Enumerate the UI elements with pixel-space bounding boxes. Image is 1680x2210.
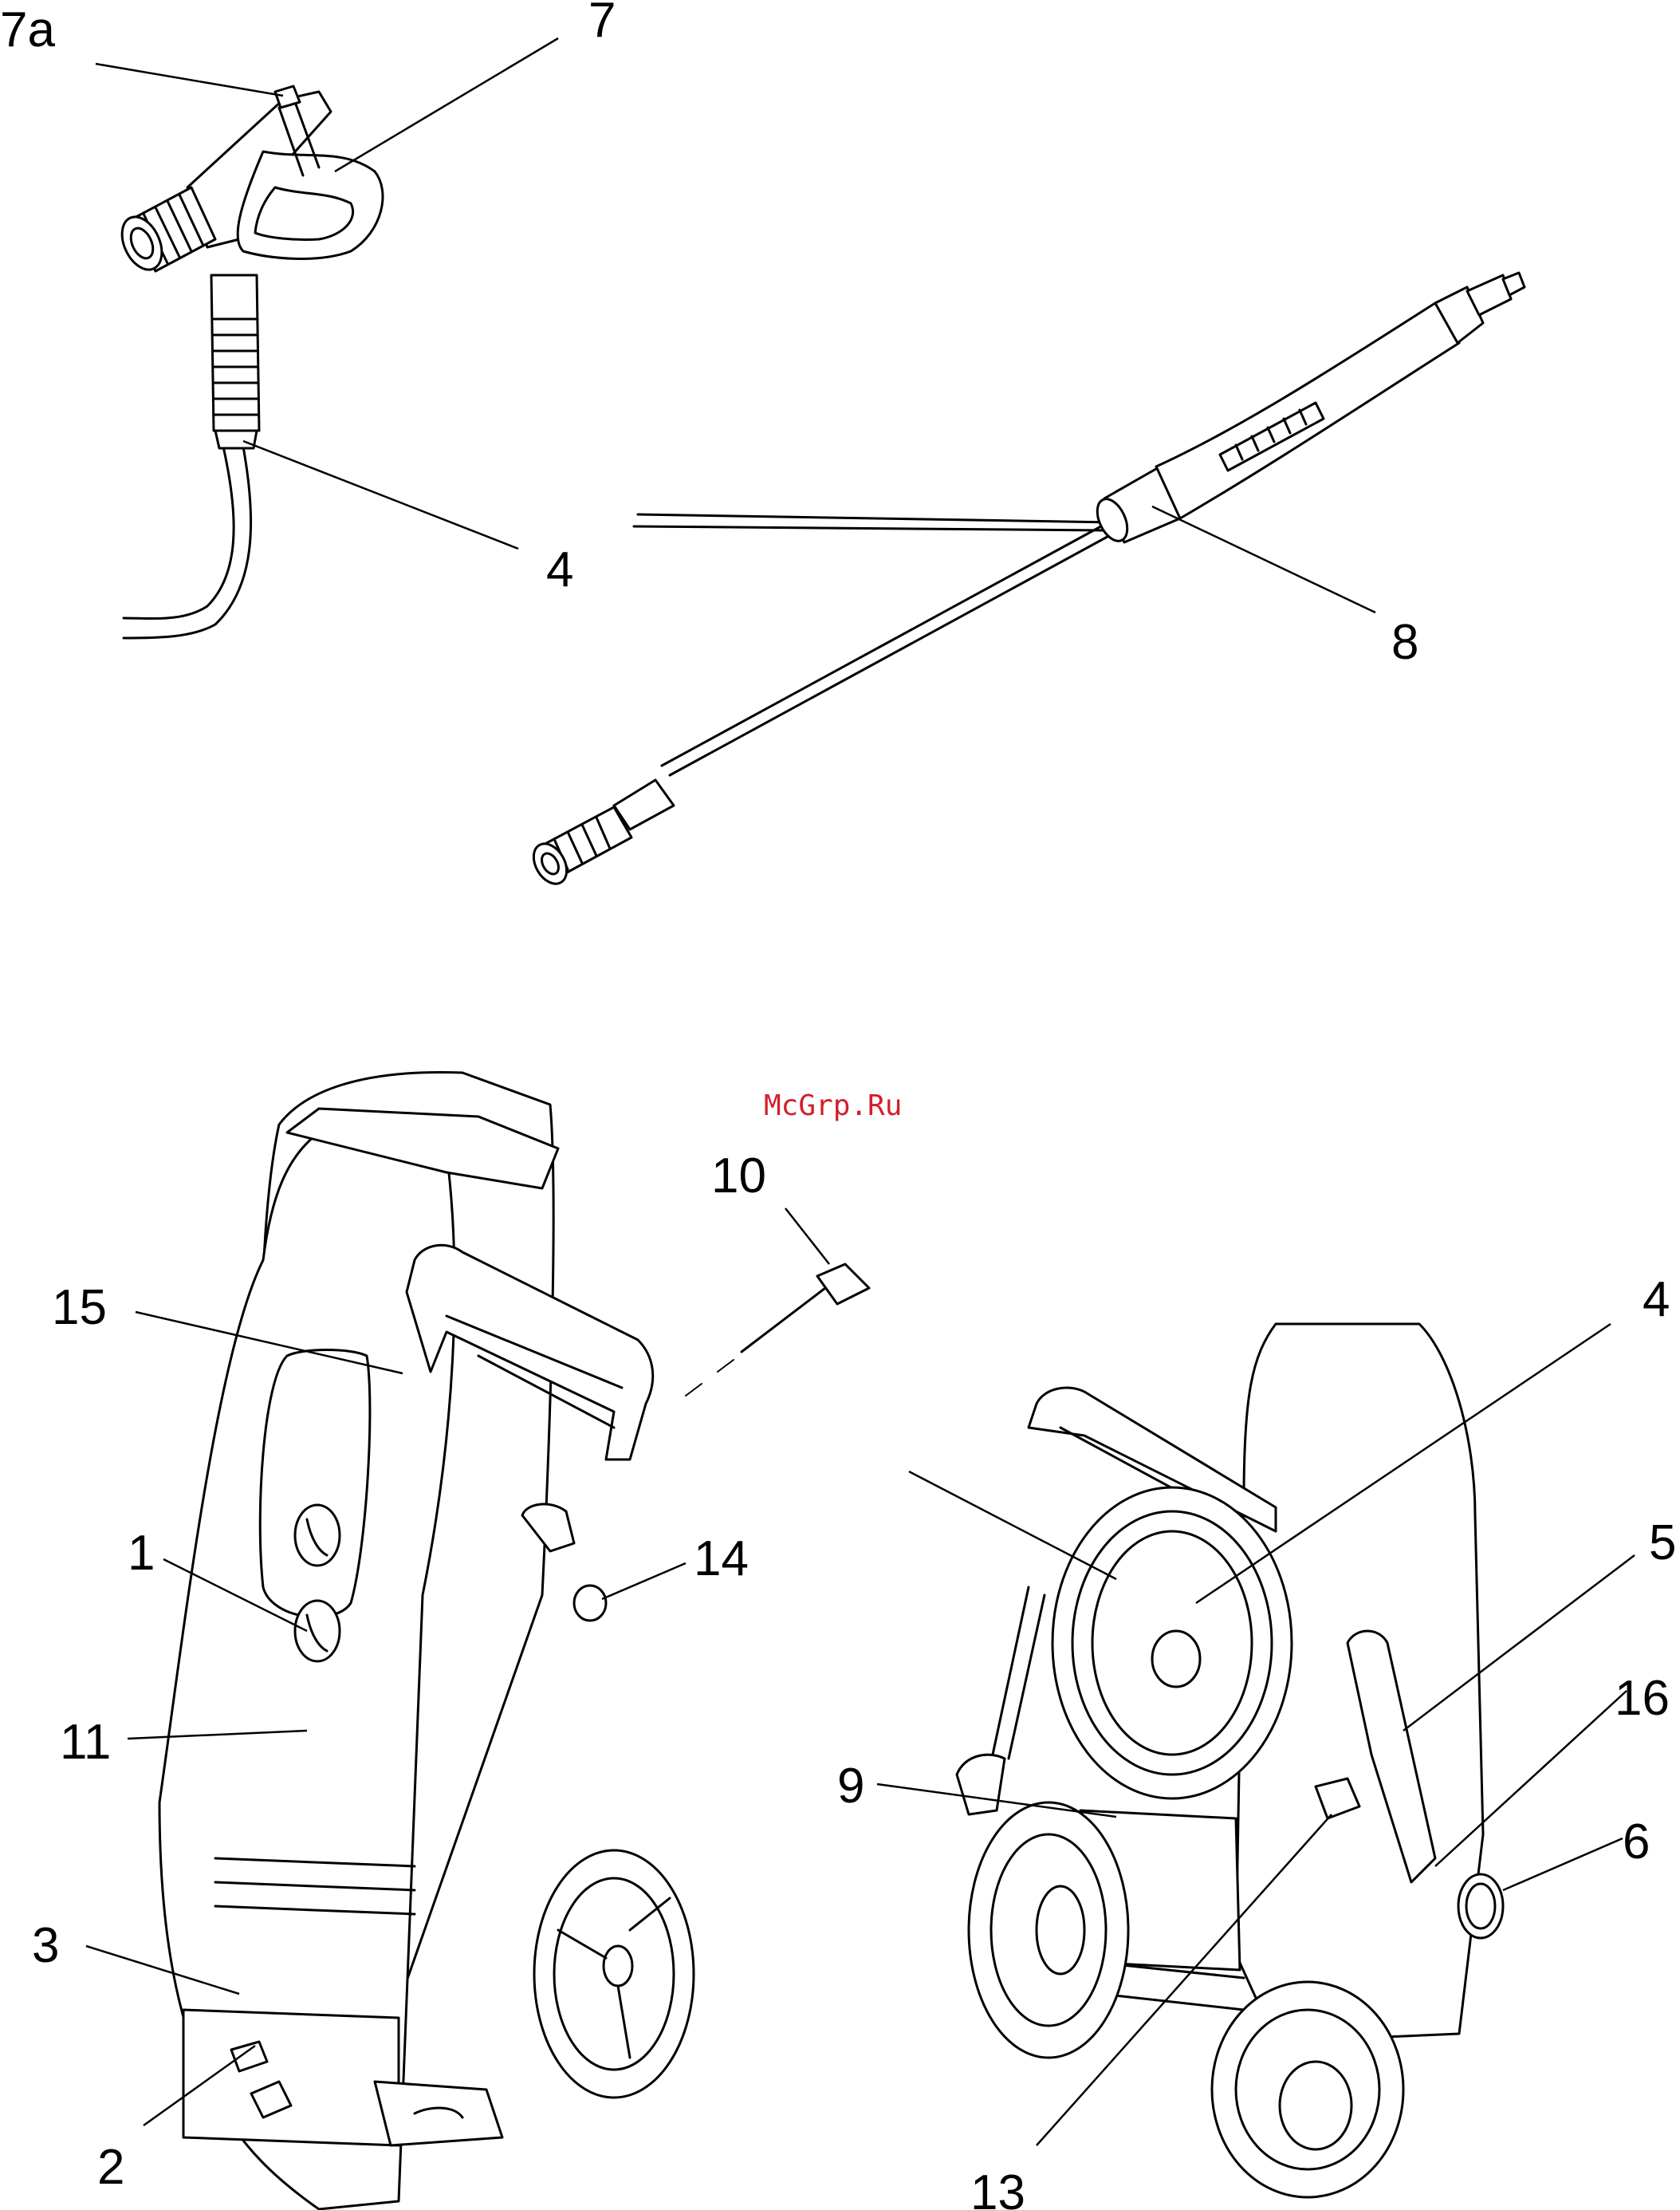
leader-7a (96, 64, 283, 96)
nozzle-cleaning-needle-illustration (686, 1264, 869, 1396)
leader-8 (1152, 506, 1375, 613)
leader-7 (335, 38, 558, 171)
callout-4-top: 4 (546, 542, 573, 597)
callout-15: 15 (52, 1280, 107, 1335)
leader-6 (1503, 1838, 1623, 1890)
trigger-gun-illustration (114, 86, 383, 638)
leader-reel (909, 1471, 1116, 1579)
leader-10 (785, 1208, 829, 1264)
callout-7a: 7a (0, 2, 55, 57)
callout-6: 6 (1623, 1814, 1650, 1869)
callout-9: 9 (837, 1759, 864, 1814)
callout-13: 13 (970, 2165, 1025, 2210)
watermark-text: McGrp.Ru (764, 1089, 902, 1122)
callout-7: 7 (588, 0, 616, 48)
callout-14: 14 (694, 1531, 749, 1586)
callout-5: 5 (1649, 1515, 1676, 1570)
callout-4-right: 4 (1643, 1272, 1670, 1327)
leader-14 (602, 1563, 686, 1599)
callout-1: 1 (128, 1526, 155, 1581)
washer-rear-view-illustration (957, 1324, 1503, 2197)
callout-16: 16 (1615, 1671, 1670, 1726)
callout-11: 11 (60, 1715, 111, 1770)
leader-4-top (243, 441, 518, 549)
washer-front-view-illustration (159, 1072, 694, 2209)
callout-10: 10 (711, 1148, 766, 1203)
callout-3: 3 (32, 1918, 59, 1973)
callout-8: 8 (1391, 615, 1418, 670)
spray-lance-illustration (527, 273, 1525, 889)
callout-2: 2 (97, 2140, 124, 2195)
